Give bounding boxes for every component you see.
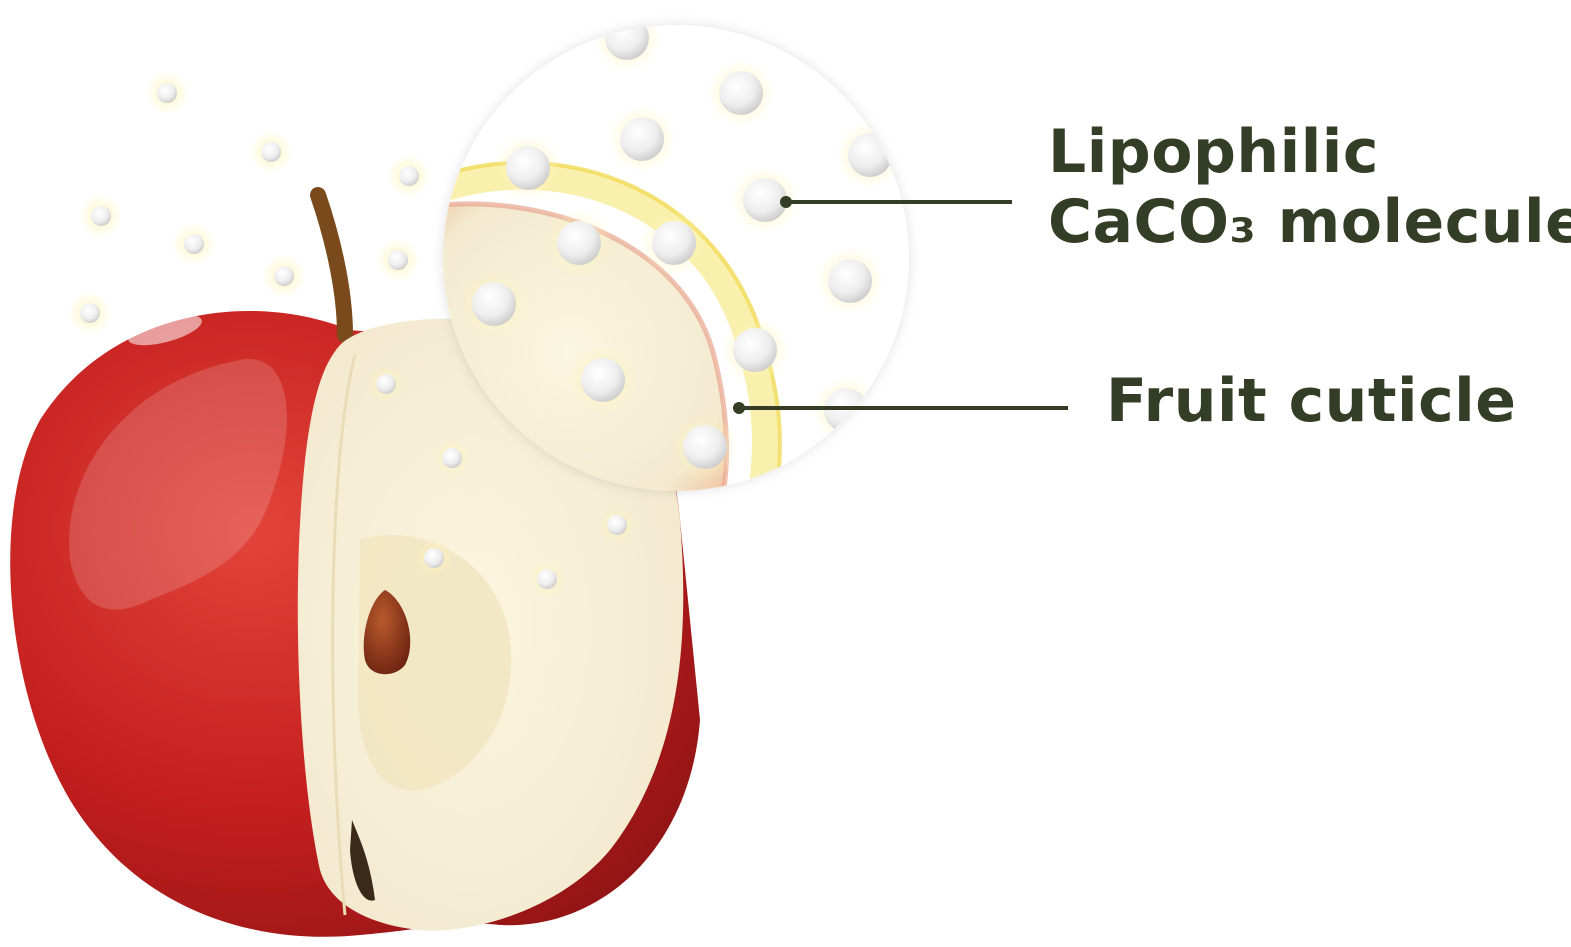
floating-molecules [68,71,431,335]
molecule-dot [460,270,528,338]
molecule-dot [593,25,661,72]
molecule-dot [836,121,904,189]
apple-molecules [368,366,635,597]
leader-line-molecule [780,196,1012,208]
leader-lines [733,196,1068,414]
lipophilic-molecule-label: Lipophilic CaCO₃ molecule [1048,117,1571,257]
molecule-dot [387,154,431,198]
molecule-dot [545,209,613,277]
molecule-dot [569,346,637,414]
molecule-dot [707,59,775,127]
molecule-dot [721,316,789,384]
stem [310,187,353,343]
molecule-dot [671,413,739,481]
molecule-dot [416,540,452,576]
leader-line-cuticle [733,402,1068,414]
lipophilic-label-line2: CaCO₃ molecule [1048,186,1571,257]
molecule-dot [434,440,470,476]
molecule-dot [599,507,635,543]
seed [363,590,411,675]
molecule-dot [640,209,708,277]
fruit-cuticle-label: Fruit cuticle [1106,366,1517,437]
molecule-dot [368,366,404,402]
molecule-dot [608,105,676,173]
molecule-dot [494,134,562,202]
molecule-dot [249,130,293,174]
fruit-cuticle-label-text: Fruit cuticle [1106,366,1517,436]
molecule-dot [529,561,565,597]
molecule-dot [376,238,420,282]
lipophilic-label-line1: Lipophilic [1048,117,1379,187]
molecule-dot [145,71,189,115]
molecule-dot [68,291,112,335]
molecule-dot [816,247,884,315]
molecule-dot [79,194,123,238]
molecule-dot [262,254,306,298]
molecule-dot [731,166,799,234]
molecule-dot [172,222,216,266]
